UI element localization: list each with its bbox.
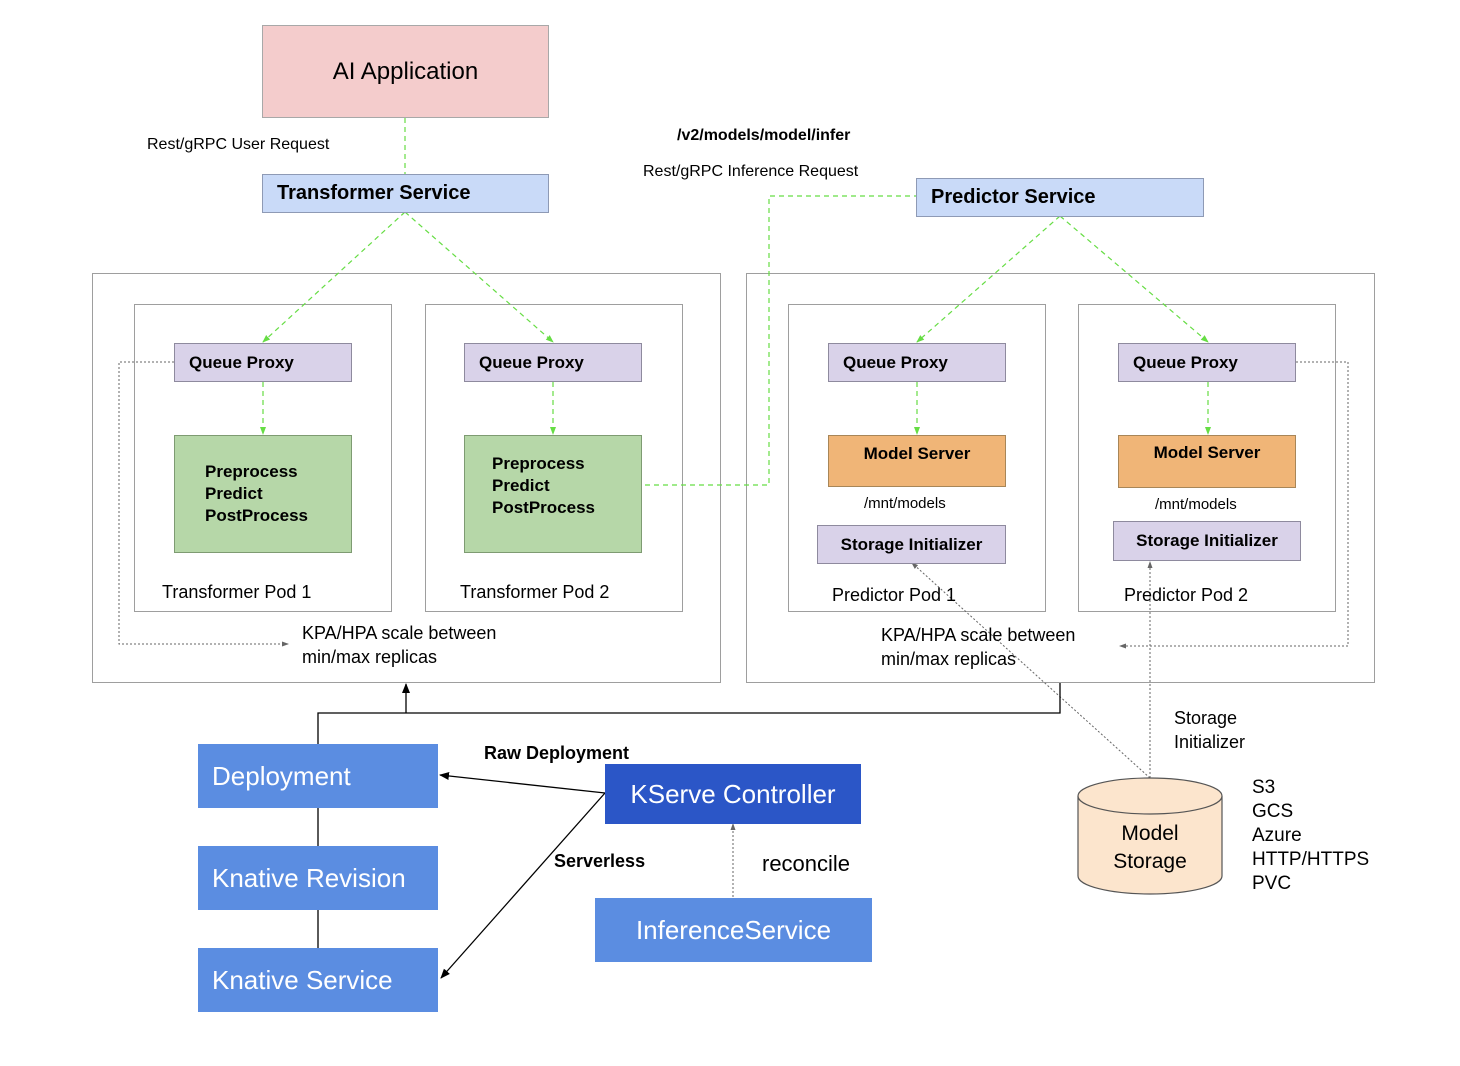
transformer-pod-2-queue-proxy: Queue Proxy <box>464 343 642 382</box>
serverless-label: Serverless <box>554 851 646 871</box>
transformer-pod-1-processing: Preprocess Predict PostProcess <box>174 435 352 553</box>
ai-application-box: AI Application <box>262 25 549 118</box>
predictor-pod-1-model-server: Model Server <box>828 435 1006 487</box>
transformer-scaling-label: KPA/HPA scale between min/max replicas <box>302 623 497 667</box>
raw-deployment-label: Raw Deployment <box>484 743 630 763</box>
step-preprocess: Preprocess <box>492 454 585 473</box>
step-predict: Predict <box>205 484 263 503</box>
storage-initializer-annotation: Storage Initializer <box>1174 708 1246 752</box>
knative-service-label: Knative Service <box>212 964 393 995</box>
model-storage-cylinder <box>1077 777 1223 895</box>
predictor-pod-2-model-server: Model Server <box>1118 435 1296 488</box>
deployment-box: Deployment <box>198 744 438 808</box>
step-postprocess: PostProcess <box>492 498 595 517</box>
predictor-scaling-label: KPA/HPA scale between min/max replicas <box>881 625 1076 669</box>
link-transformer-to-predictor-service <box>618 195 916 486</box>
inference-service-label: InferenceService <box>635 914 832 945</box>
transformer-scaling-loop <box>118 361 289 647</box>
predictor-pod-1-mount-path: /mnt/models <box>864 495 946 512</box>
storage-backends-list: S3 GCS Azure HTTP/HTTPS PVC <box>1252 776 1369 896</box>
deployment-to-containers <box>317 683 1061 744</box>
kserve-controller-box: KServe Controller <box>605 764 861 824</box>
backend-http: HTTP/HTTPS <box>1252 849 1370 870</box>
inference-service-box: InferenceService <box>595 898 872 962</box>
transformer-pod-1-queue-proxy: Queue Proxy <box>174 343 352 382</box>
scaling-loops <box>118 361 1349 897</box>
deployment-label: Deployment <box>212 760 351 791</box>
predictor-scaling-loop <box>1119 361 1349 649</box>
knative-revision-label: Knative Revision <box>212 862 406 893</box>
backend-pvc: PVC <box>1252 873 1292 894</box>
backend-azure: Azure <box>1252 825 1302 846</box>
transformer-pod-2-name: Transformer Pod 2 <box>460 582 610 602</box>
controller-to-knative-service <box>440 792 606 979</box>
step-postprocess: PostProcess <box>205 506 308 525</box>
inference-path-label: /v2/models/model/infer <box>677 127 851 144</box>
predictor-pod-1-storage-initializer: Storage Initializer <box>817 525 1006 564</box>
link-predictor-service-to-qp4 <box>1059 215 1209 343</box>
traffic-links <box>260 118 1211 486</box>
transformer-service-box: Transformer Service <box>262 174 549 213</box>
link-transformer-service-to-qp2 <box>404 211 554 343</box>
inference-request-label: Rest/gRPC Inference Request <box>643 163 859 180</box>
predictor-service-box: Predictor Service <box>916 178 1204 217</box>
model-storage-label: Model Storage <box>1113 822 1187 873</box>
knative-revision-box: Knative Revision <box>198 846 438 910</box>
transformer-service-label: Transformer Service <box>277 182 471 204</box>
model-storage-to-storage-initializer-1 <box>911 562 1151 779</box>
transformer-pod-1-name: Transformer Pod 1 <box>162 582 312 602</box>
predictor-service-label: Predictor Service <box>931 186 1096 208</box>
backend-gcs: GCS <box>1252 801 1294 822</box>
reconcile-label: reconcile <box>762 851 851 876</box>
knative-service-box: Knative Service <box>198 948 438 1012</box>
link-transformer-service-to-qp1 <box>262 211 406 343</box>
control-links <box>317 683 1061 979</box>
predictor-pod-2-mount-path: /mnt/models <box>1155 496 1237 513</box>
user-request-label: Rest/gRPC User Request <box>147 136 330 153</box>
link-predictor-service-to-qp3 <box>916 215 1061 343</box>
step-predict: Predict <box>492 476 550 495</box>
predictor-pod-2-name: Predictor Pod 2 <box>1124 585 1249 605</box>
backend-s3: S3 <box>1252 777 1276 798</box>
step-preprocess: Preprocess <box>205 462 298 481</box>
controller-to-deployment <box>439 771 606 794</box>
kserve-controller-label: KServe Controller <box>630 778 836 809</box>
predictor-pod-2-storage-initializer: Storage Initializer <box>1113 521 1301 561</box>
predictor-pod-2-queue-proxy: Queue Proxy <box>1118 343 1296 382</box>
predictor-pod-1-queue-proxy: Queue Proxy <box>828 343 1006 382</box>
ai-application-label: AI Application <box>332 57 479 85</box>
transformer-pod-2-processing: Preprocess Predict PostProcess <box>464 435 642 553</box>
predictor-pod-1-name: Predictor Pod 1 <box>832 585 957 605</box>
